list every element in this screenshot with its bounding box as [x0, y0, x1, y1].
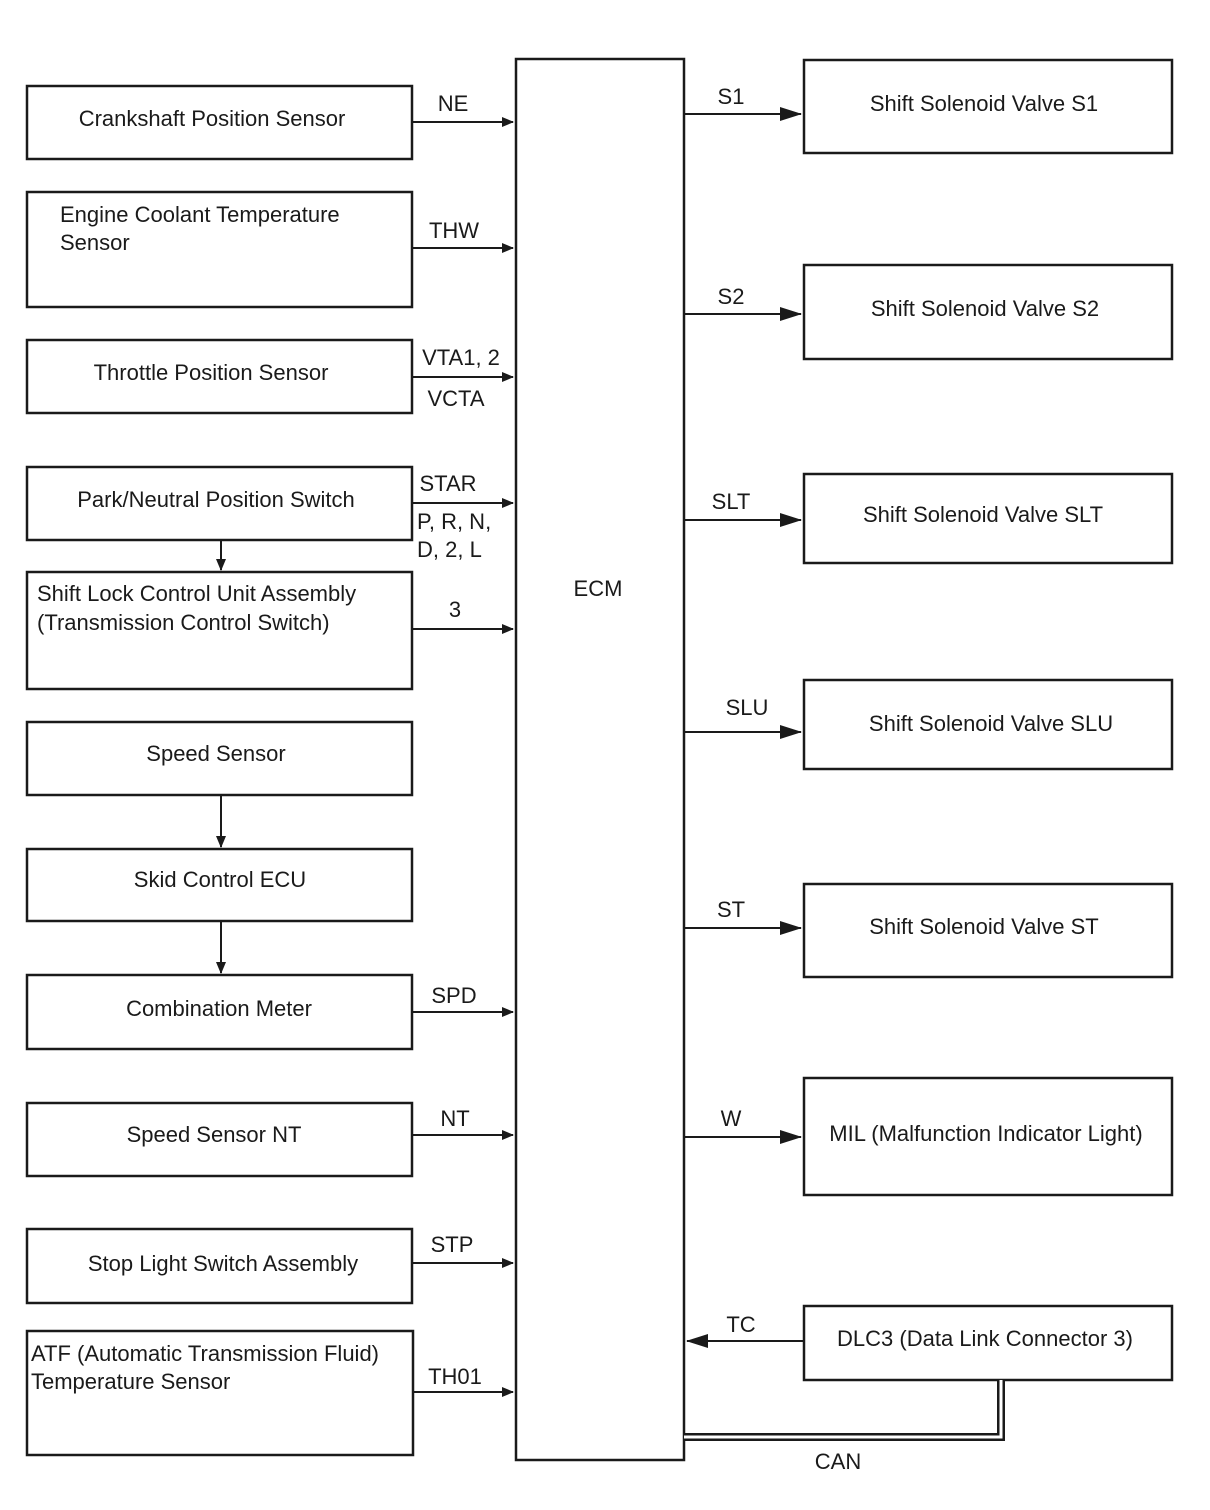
shift-solenoid-slt-label: Shift Solenoid Valve SLT: [863, 502, 1103, 527]
mil-label: MIL (Malfunction Indicator Light): [829, 1121, 1142, 1146]
park-neutral-switch-label: Park/Neutral Position Switch: [77, 487, 355, 512]
atf-temp-sensor-label-2: Temperature Sensor: [31, 1369, 230, 1394]
st-signal-label: ST: [717, 897, 745, 922]
shift-solenoid-slu-label: Shift Solenoid Valve SLU: [869, 711, 1113, 736]
dlc3-label: DLC3 (Data Link Connector 3): [837, 1326, 1133, 1351]
slt-signal-label: SLT: [712, 489, 751, 514]
can-bus-line: [684, 1380, 1005, 1441]
shift-lock-unit-label-1: Shift Lock Control Unit Assembly: [37, 581, 356, 606]
d2l-signal-label: D, 2, L: [417, 537, 482, 562]
speed-sensor-block: Speed Sensor: [25, 720, 414, 797]
shift-solenoid-slt-block: Shift Solenoid Valve SLT: [802, 472, 1174, 565]
park-neutral-switch-block: Park/Neutral Position Switch: [25, 465, 414, 542]
coolant-sensor-label-1: Engine Coolant Temperature: [60, 202, 340, 227]
thw-signal-label: THW: [429, 218, 479, 243]
speed-sensor-nt-label: Speed Sensor NT: [127, 1122, 302, 1147]
ne-signal-label: NE: [438, 91, 469, 116]
shift-solenoid-s2-block: Shift Solenoid Valve S2: [802, 263, 1174, 361]
ecm-block: ECM: [514, 57, 686, 1462]
shift-solenoid-st-label: Shift Solenoid Valve ST: [869, 914, 1099, 939]
spd-signal-label: SPD: [431, 983, 476, 1008]
w-signal-label: W: [721, 1106, 742, 1131]
signal-3-label: 3: [449, 597, 461, 622]
prn-signal-label: P, R, N,: [417, 509, 491, 534]
stop-light-switch-label: Stop Light Switch Assembly: [88, 1251, 358, 1276]
skid-control-ecu-label: Skid Control ECU: [134, 867, 306, 892]
mil-block: MIL (Malfunction Indicator Light): [802, 1076, 1174, 1197]
speed-sensor-label: Speed Sensor: [146, 741, 285, 766]
nt-signal-label: NT: [440, 1106, 469, 1131]
crankshaft-sensor-block: Crankshaft Position Sensor: [25, 84, 414, 161]
shift-solenoid-s2-label: Shift Solenoid Valve S2: [871, 296, 1099, 321]
vta-signal-label: VTA1, 2: [422, 345, 500, 370]
atf-temp-sensor-block: ATF (Automatic Transmission Fluid) Tempe…: [25, 1329, 415, 1457]
shift-lock-unit-block: Shift Lock Control Unit Assembly (Transm…: [25, 570, 414, 691]
ecm-label: ECM: [574, 576, 623, 601]
crankshaft-sensor-label: Crankshaft Position Sensor: [79, 106, 346, 131]
slu-signal-label: SLU: [726, 695, 769, 720]
tc-signal-label: TC: [726, 1312, 755, 1337]
star-signal-label: STAR: [419, 471, 476, 496]
speed-sensor-nt-block: Speed Sensor NT: [25, 1101, 414, 1178]
throttle-sensor-label: Throttle Position Sensor: [94, 360, 329, 385]
coolant-sensor-label-2: Sensor: [60, 230, 130, 255]
combination-meter-label: Combination Meter: [126, 996, 312, 1021]
atf-temp-sensor-label-1: ATF (Automatic Transmission Fluid): [31, 1341, 379, 1366]
shift-solenoid-s1-block: Shift Solenoid Valve S1: [802, 58, 1174, 155]
s1-signal-label: S1: [718, 84, 745, 109]
s2-signal-label: S2: [718, 284, 745, 309]
combination-meter-block: Combination Meter: [25, 973, 414, 1051]
stop-light-switch-block: Stop Light Switch Assembly: [25, 1227, 414, 1305]
vcta-signal-label: VCTA: [427, 386, 484, 411]
shift-solenoid-slu-block: Shift Solenoid Valve SLU: [802, 678, 1174, 771]
can-bus-label: CAN: [815, 1449, 861, 1474]
skid-control-ecu-block: Skid Control ECU: [25, 847, 414, 923]
throttle-sensor-block: Throttle Position Sensor: [25, 338, 414, 415]
shift-lock-unit-label-2: (Transmission Control Switch): [37, 610, 330, 635]
shift-solenoid-st-block: Shift Solenoid Valve ST: [802, 882, 1174, 979]
shift-solenoid-s1-label: Shift Solenoid Valve S1: [870, 91, 1098, 116]
dlc3-block: DLC3 (Data Link Connector 3): [802, 1304, 1174, 1382]
coolant-sensor-block: Engine Coolant Temperature Sensor: [25, 190, 414, 309]
th01-signal-label: TH01: [428, 1364, 482, 1389]
stp-signal-label: STP: [431, 1232, 474, 1257]
